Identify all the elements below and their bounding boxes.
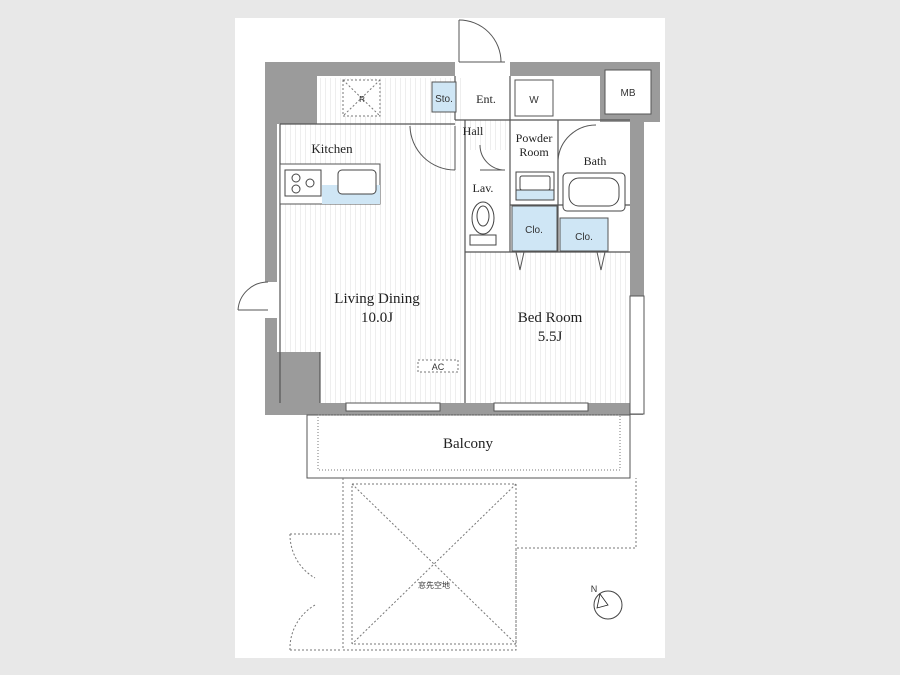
washer-label: W [529, 95, 539, 106]
wall-right [630, 118, 644, 296]
windows [345, 402, 589, 412]
compass-icon: N [591, 584, 623, 620]
refrigerator-label: R [359, 95, 365, 104]
living-floor [280, 78, 465, 403]
storage-label: Sto. [435, 94, 453, 105]
bathtub-icon [562, 172, 626, 212]
stove-icon [284, 169, 322, 197]
compass-label: N [591, 584, 598, 594]
sink-icon [337, 169, 377, 195]
closet-a [511, 205, 558, 252]
meter-box-label: MB [621, 88, 636, 99]
bedroom-floor [470, 252, 630, 404]
air-conditioner [417, 359, 459, 373]
air-conditioner-label: AC [432, 362, 445, 372]
meter-box [604, 69, 652, 115]
balcony-outer [306, 414, 631, 479]
wall-top-left-block [265, 62, 317, 124]
hall-label: Hall [463, 124, 484, 138]
bath-label: Bath [584, 154, 607, 168]
bed-room-label: Bed Room [518, 310, 583, 326]
closet-b-label: Clo. [575, 232, 593, 243]
storage-box [431, 81, 457, 113]
private-garden-label: 窓先空地 [418, 580, 450, 590]
hall-floor [460, 120, 512, 150]
closet-b [559, 217, 609, 252]
washbasin-icon [515, 171, 555, 201]
balcony-label: Balcony [443, 436, 493, 452]
balcony-inner [317, 414, 621, 471]
wall-right-lower [629, 295, 645, 415]
door-swing-icon [237, 19, 597, 311]
closet-a-label: Clo. [525, 225, 543, 236]
bed-room-size: 5.5J [538, 329, 563, 345]
powder-room-label-line2: Room [519, 145, 549, 159]
private-garden [289, 478, 637, 651]
living-dining-size: 10.0J [361, 310, 393, 326]
kitchen-label: Kitchen [311, 141, 353, 156]
wall-top-right [510, 62, 600, 76]
living-dining-label: Living Dining [334, 291, 420, 307]
lavatory-label: Lav. [473, 181, 494, 195]
washer-space [514, 79, 554, 117]
wall-top [317, 62, 455, 76]
toilet-icon [469, 201, 497, 246]
entrance-label: Ent. [476, 92, 496, 106]
powder-room-label-line1: Powder [516, 131, 553, 145]
